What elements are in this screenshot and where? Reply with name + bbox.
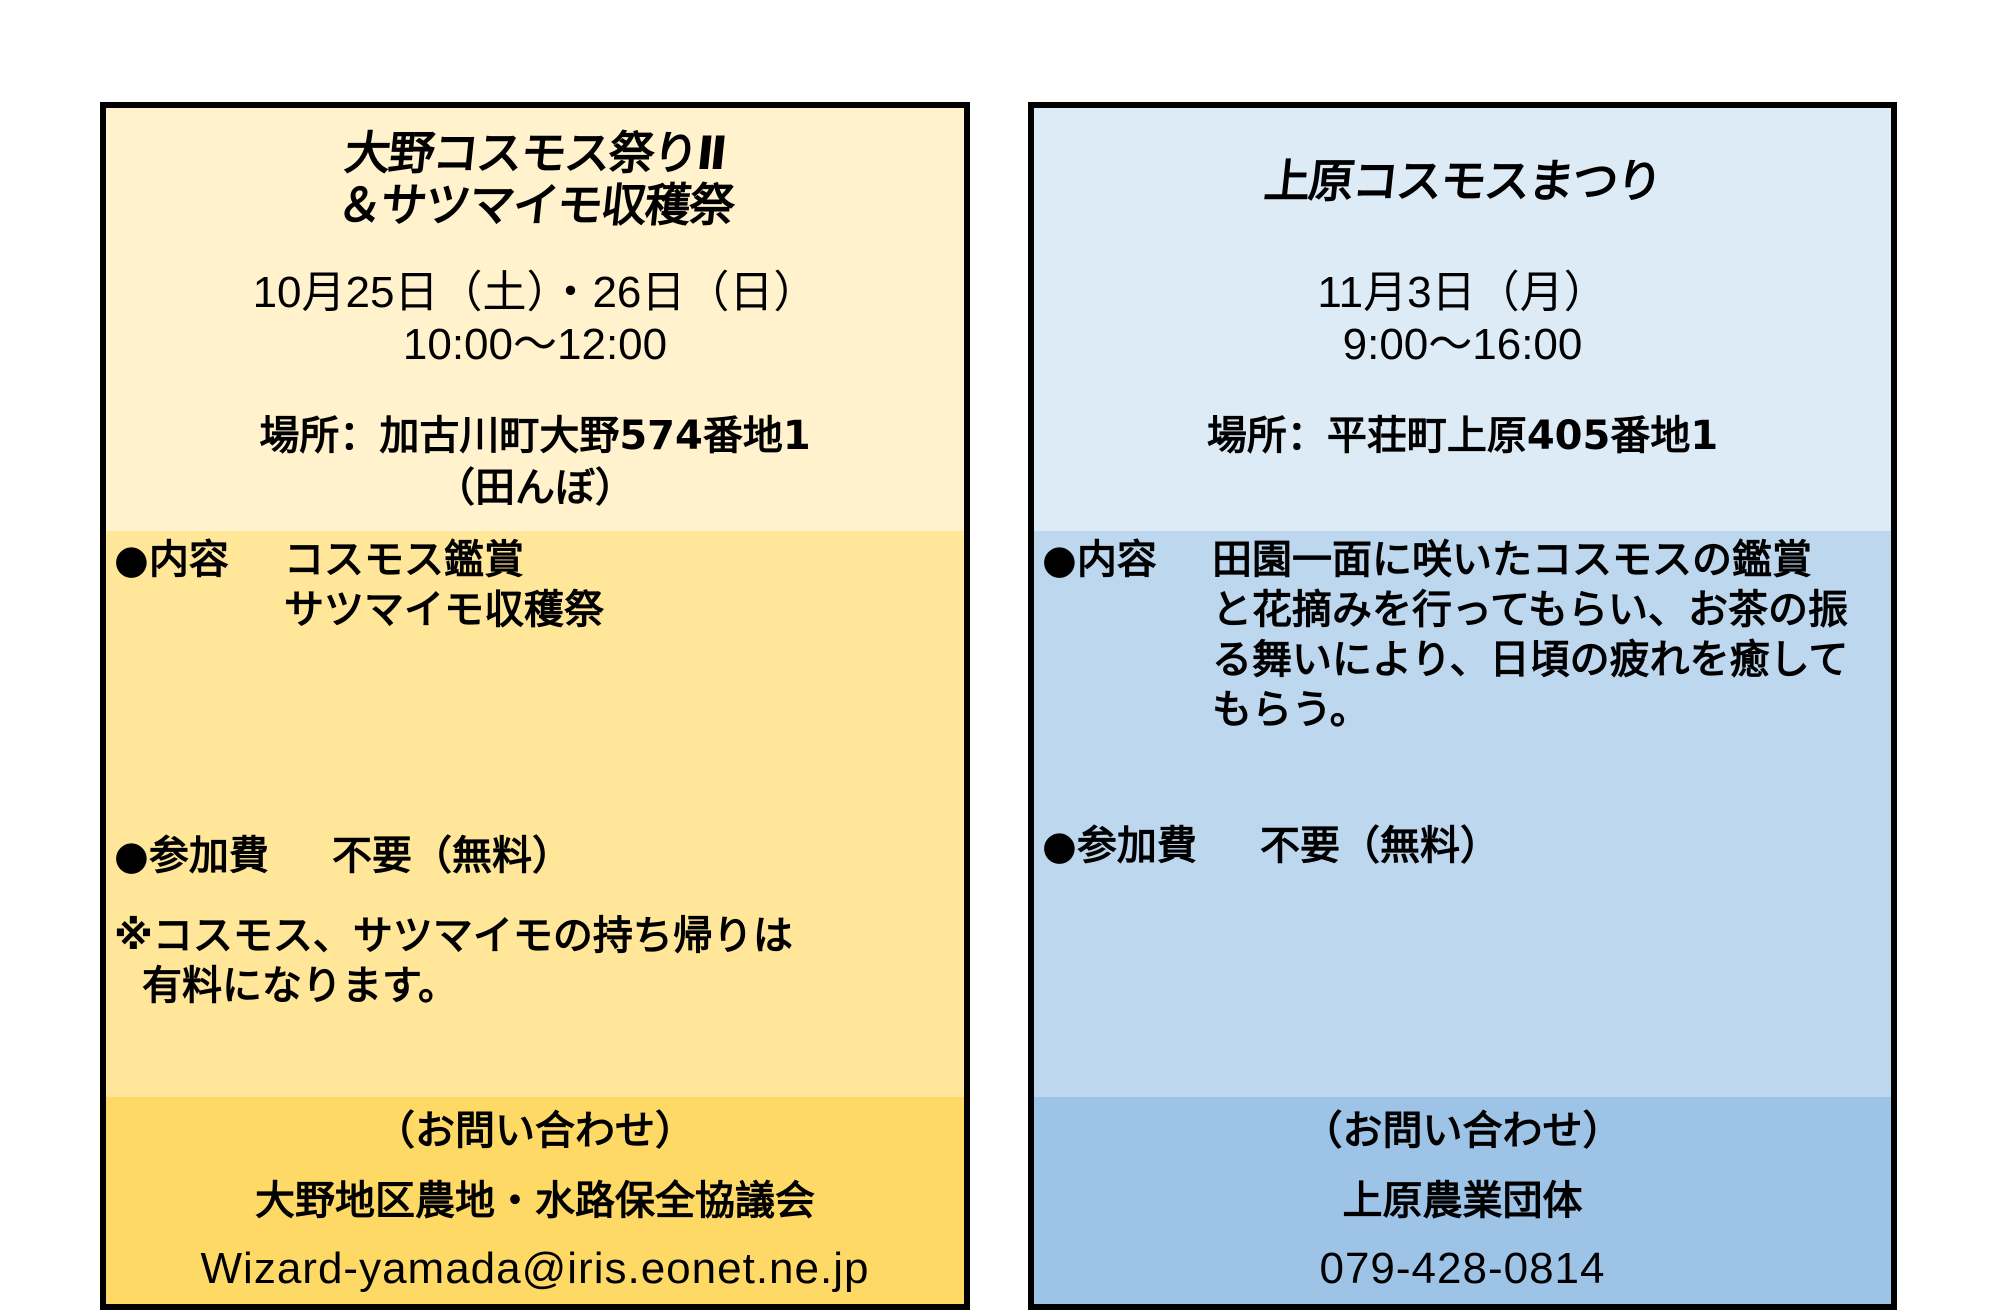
fee-value: 不要（無料） [1260, 823, 1500, 869]
content-line-4: もらう。 [1212, 687, 1370, 733]
event-title: 上原コスモスまつり [1261, 154, 1664, 208]
contact-section: （お問い合わせ） 上原農業団体 079-428-0814 [1034, 1097, 1891, 1304]
contact-org: 上原農業団体 [1342, 1178, 1583, 1224]
event-place: 場所：平荘町上原405番地1 [1206, 413, 1719, 459]
content-line-1: コスモス鑑賞 [284, 537, 524, 583]
content-label: ●内容 [1042, 537, 1157, 583]
event-time: 10:00～12:00 [402, 320, 668, 369]
contact-email[interactable]: Wizard-yamada@iris.eonet.ne.jp [200, 1244, 870, 1293]
content-row: ●内容 田園一面に咲いたコスモスの鑑賞 [1042, 535, 1812, 585]
header-section: 上原コスモスまつり 11月3日（月） 9:00～16:00 場所：平荘町上原40… [1034, 108, 1891, 531]
details-section: ●内容 田園一面に咲いたコスモスの鑑賞 と花摘みを行ってもらい、お茶の振 る舞いに… [1034, 531, 1891, 1097]
content-line-2: と花摘みを行ってもらい、お茶の振 [1212, 587, 1848, 633]
details-section: ●内容 コスモス鑑賞 サツマイモ収穫祭 ●参加費 不要（無料） ※コスモス、サツマイ… [106, 531, 964, 1097]
fee-row: ●参加費 不要（無料） [1042, 821, 1500, 871]
content-line-1: 田園一面に咲いたコスモスの鑑賞 [1212, 537, 1812, 583]
fee-row: ●参加費 不要（無料） [114, 831, 572, 881]
event-title-line-2: ＆サツマイモ収穫祭 [334, 178, 736, 232]
header-section: 大野コスモス祭りⅡ ＆サツマイモ収穫祭 10月25日（土）・26日（日） 10:… [106, 108, 964, 531]
note-line-1: ※コスモス、サツマイモの持ち帰りは [114, 913, 793, 959]
note-line-2: 有料になります。 [142, 963, 458, 1009]
contact-heading: （お問い合わせ） [1302, 1108, 1623, 1154]
event-place: 場所：加古川町大野574番地1 [259, 413, 811, 459]
content-row: ●内容 コスモス鑑賞 [114, 535, 524, 585]
fee-label: ●参加費 [114, 833, 269, 879]
content-line-2: サツマイモ収穫祭 [284, 587, 604, 633]
event-title-line-1: 大野コスモス祭りⅡ [342, 126, 728, 180]
contact-heading: （お問い合わせ） [375, 1108, 695, 1154]
event-date: 10月25日（土）・26日（日） [252, 268, 818, 317]
contact-org: 大野地区農地・水路保全協議会 [255, 1178, 815, 1224]
contact-section: （お問い合わせ） 大野地区農地・水路保全協議会 Wizard-yamada@ir… [106, 1097, 964, 1304]
event-date: 11月3日（月） [1317, 268, 1608, 317]
fee-label: ●参加費 [1042, 823, 1197, 869]
contact-phone[interactable]: 079-428-0814 [1319, 1244, 1606, 1293]
event-card-uehara: 上原コスモスまつり 11月3日（月） 9:00～16:00 場所：平荘町上原40… [1028, 102, 1897, 1310]
content-line-3: る舞いにより、日頃の疲れを癒して [1212, 637, 1849, 683]
event-card-ono: 大野コスモス祭りⅡ ＆サツマイモ収穫祭 10月25日（土）・26日（日） 10:… [100, 102, 970, 1310]
event-time: 9:00～16:00 [1342, 320, 1583, 369]
content-label: ●内容 [114, 537, 229, 583]
event-place-note: （田んぼ） [435, 465, 635, 511]
fee-value: 不要（無料） [332, 833, 572, 879]
